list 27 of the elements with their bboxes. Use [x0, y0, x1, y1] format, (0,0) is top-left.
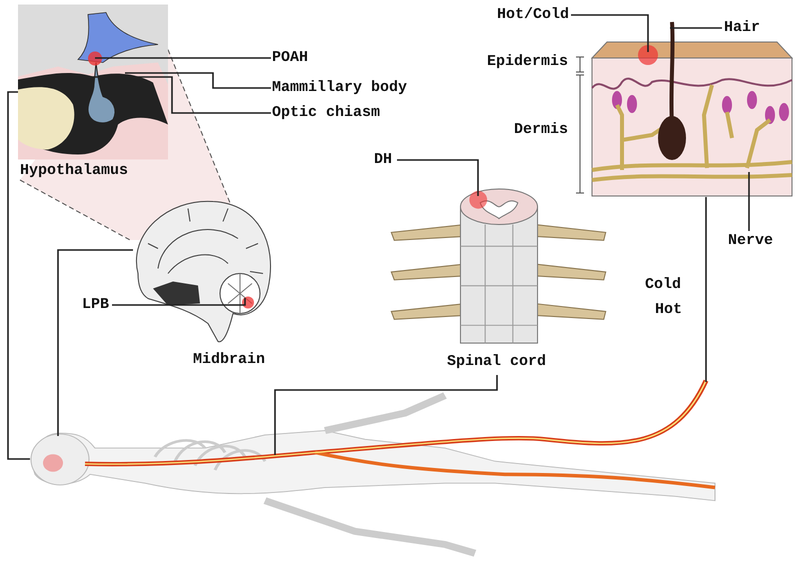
- label: Hot: [655, 301, 682, 319]
- label: Cold: [645, 276, 682, 294]
- panel-title: Spinal cord: [447, 353, 546, 371]
- connector-line: [705, 197, 707, 382]
- connector-line: [125, 72, 271, 89]
- connector-line: [112, 298, 246, 306]
- callout-label: POAH: [272, 49, 308, 67]
- connector-line: [57, 249, 133, 436]
- callout-label: Hair: [724, 19, 760, 37]
- callout-label: LPB: [82, 296, 110, 314]
- skin-drawing: [592, 20, 792, 196]
- callout-label: DH: [374, 151, 392, 169]
- connector-line: [748, 172, 750, 231]
- callout-label: Hot/Cold: [497, 6, 570, 24]
- connector-line: [274, 375, 498, 455]
- connector-line: [670, 27, 722, 29]
- callout-label: Optic chiasm: [272, 104, 380, 122]
- connector-line: [7, 91, 30, 460]
- panel-title: Midbrain: [193, 351, 266, 369]
- panel-title: Hypothalamus: [20, 162, 128, 180]
- callout-label: Nerve: [728, 232, 774, 250]
- connector-line: [95, 57, 271, 59]
- label: Epidermis: [487, 53, 568, 71]
- callout-label: Mammillary body: [272, 79, 408, 97]
- label: Dermis: [514, 121, 568, 139]
- connector-line: [397, 159, 479, 196]
- connector-line: [571, 14, 649, 52]
